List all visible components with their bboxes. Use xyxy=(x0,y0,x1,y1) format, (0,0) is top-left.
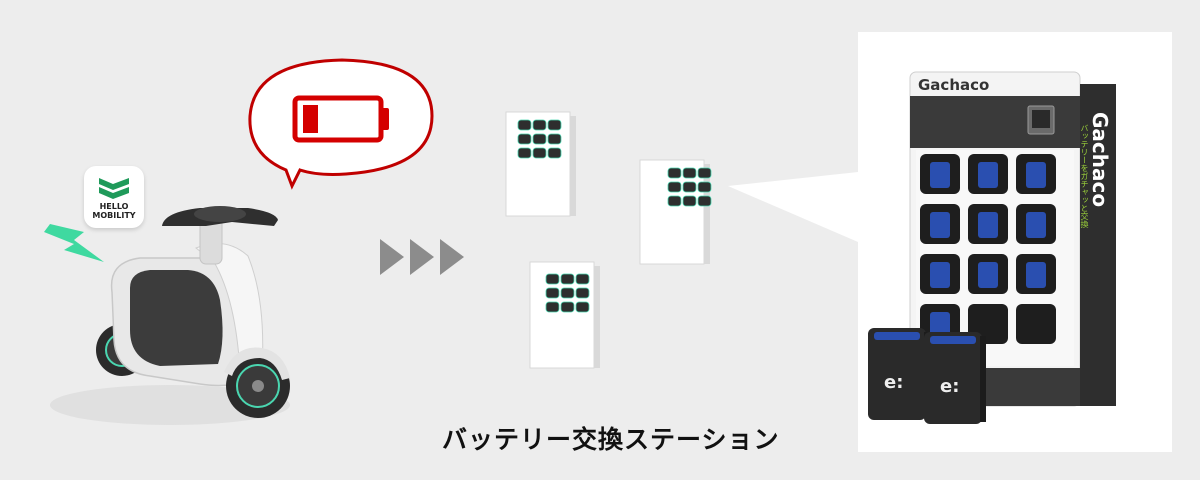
flow-arrows xyxy=(380,239,464,275)
caption-text: バッテリー交換ステーション xyxy=(442,425,780,454)
mini-station xyxy=(529,261,600,369)
station-cluster xyxy=(505,111,712,369)
lightning-icon xyxy=(44,224,104,262)
gachaco-tagline: バッテリーをガチャッと交換 xyxy=(1080,124,1089,228)
scooter-scene xyxy=(44,58,434,425)
battery-pack xyxy=(924,332,986,424)
gachaco-vertical-logo: Gachaco xyxy=(1088,112,1112,208)
battery-slots xyxy=(920,154,1056,344)
app-logo-icon xyxy=(99,178,129,199)
arrow-icon xyxy=(410,239,434,275)
arrow-icon xyxy=(380,239,404,275)
battery-label: e: xyxy=(884,372,904,393)
app-badge-line2: MOBILITY xyxy=(92,211,136,220)
station-photo-panel: Gachaco Gachaco バッテリーをガチャッと交換 e: e: xyxy=(858,32,1172,452)
zoom-callout xyxy=(728,172,858,242)
mini-station xyxy=(505,111,576,217)
mini-station xyxy=(639,159,712,265)
app-badge-line1: HELLO xyxy=(99,202,129,211)
speech-bubble xyxy=(248,58,434,190)
arrow-icon xyxy=(440,239,464,275)
electric-scooter xyxy=(96,206,290,418)
low-battery-icon xyxy=(292,95,389,143)
gachaco-logo: Gachaco xyxy=(918,76,990,94)
hello-mobility-app-icon: HELLO MOBILITY xyxy=(84,166,144,228)
battery-station xyxy=(868,71,1116,424)
battery-label: e: xyxy=(940,376,960,397)
